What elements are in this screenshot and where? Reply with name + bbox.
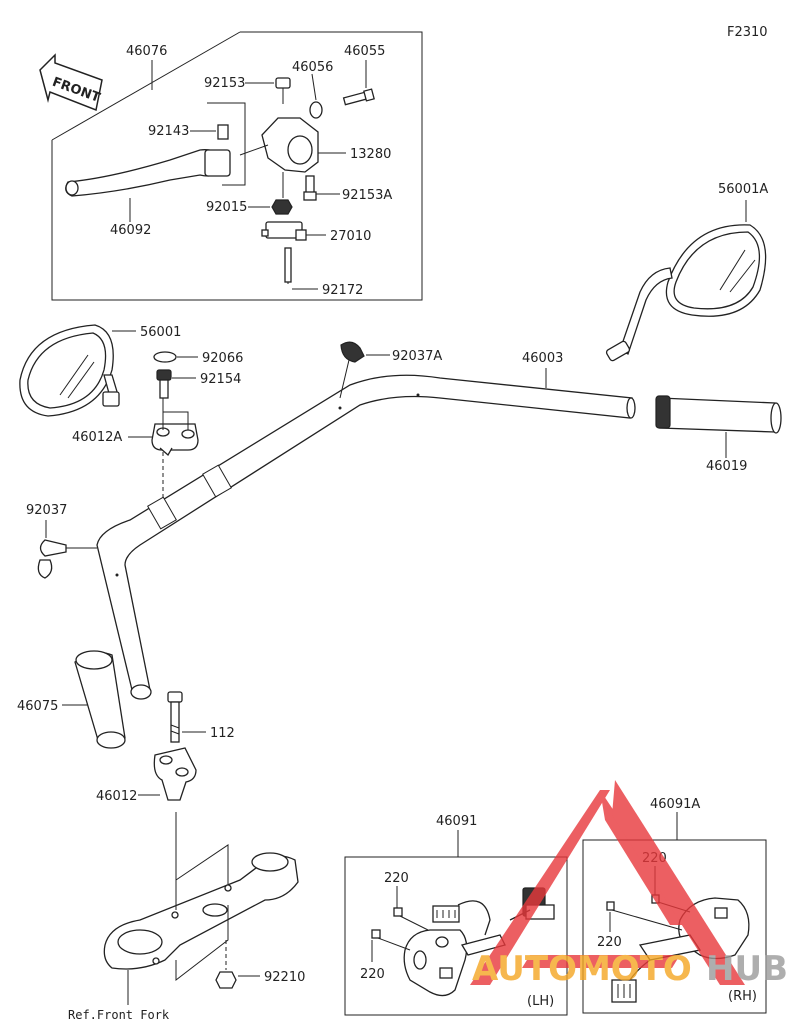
part-label-46091A: 46091A xyxy=(650,797,700,812)
ref-front-fork-note: Ref.Front Fork xyxy=(68,1008,170,1022)
part-label-112: 112 xyxy=(210,726,235,741)
right-grip-46019 xyxy=(655,395,782,434)
part-label-46003: 46003 xyxy=(522,351,563,366)
lh-label: (LH) xyxy=(527,994,554,1009)
part-label-46019: 46019 xyxy=(706,459,747,474)
clip-92037A xyxy=(339,341,365,399)
part-label-46012A: 46012A xyxy=(72,430,122,445)
part-label-92066: 92066 xyxy=(202,351,243,366)
lever-bracket-13280 xyxy=(239,117,319,173)
cap-92066 xyxy=(153,351,177,363)
watermark-text-automoto: AUTOMOTO xyxy=(472,949,692,989)
part-label-92015: 92015 xyxy=(206,200,247,215)
front-arrow-icon: FRONT xyxy=(39,53,103,112)
part-label-46091: 46091 xyxy=(436,814,477,829)
clutch-lever xyxy=(65,149,231,197)
part-label-46012: 46012 xyxy=(96,789,137,804)
part-label-92172: 92172 xyxy=(322,283,363,298)
top-bridge xyxy=(103,852,299,970)
part-label-220-lh-bottom: 220 xyxy=(360,967,385,982)
part-label-92210: 92210 xyxy=(264,970,305,985)
part-label-92154: 92154 xyxy=(200,372,241,387)
screw-92172 xyxy=(284,247,292,284)
screw-220-rh-bottom xyxy=(606,901,615,911)
bolt-92153A xyxy=(303,175,317,201)
screw-46055 xyxy=(342,88,375,106)
part-label-27010: 27010 xyxy=(330,229,371,244)
watermark-text-hub: HUB xyxy=(706,949,788,989)
part-label-56001: 56001 xyxy=(140,325,181,340)
nut-92210 xyxy=(215,940,237,989)
right-mirror-56001A xyxy=(605,224,767,362)
washer-46056 xyxy=(309,101,323,119)
lower-clamp-46012 xyxy=(153,747,197,801)
part-label-92037A: 92037A xyxy=(392,349,442,364)
part-label-46075: 46075 xyxy=(17,699,58,714)
part-label-46056: 46056 xyxy=(292,60,333,75)
part-label-46092: 46092 xyxy=(110,223,151,238)
rh-switch-box xyxy=(582,839,767,1014)
automotohub-watermark-logo: AUTOMOTO HUB xyxy=(470,780,788,989)
part-label-220-rh-bottom: 220 xyxy=(597,935,622,950)
left-mirror-56001 xyxy=(19,324,120,417)
part-label-56001A: 56001A xyxy=(718,182,768,197)
part-label-92037: 92037 xyxy=(26,503,67,518)
bolt-92153 xyxy=(275,77,291,104)
bolt-112 xyxy=(167,691,183,743)
part-label-46055: 46055 xyxy=(344,44,385,59)
figure-code: F2310 xyxy=(727,25,768,40)
part-label-92143: 92143 xyxy=(148,124,189,139)
collar-92143 xyxy=(217,124,229,140)
part-label-92153A: 92153A xyxy=(342,188,392,203)
screw-220-lh-bottom xyxy=(371,929,381,939)
switch-27010 xyxy=(261,221,307,241)
rh-label: (RH) xyxy=(728,989,757,1004)
left-grip-46075 xyxy=(74,650,126,749)
screw-220-lh-top xyxy=(393,907,403,917)
handlebar-46003 xyxy=(96,374,636,700)
part-label-220-lh-top: 220 xyxy=(384,871,409,886)
lh-switch-box xyxy=(344,856,568,1016)
part-label-92153: 92153 xyxy=(204,76,245,91)
bolt-92154 xyxy=(156,369,172,399)
part-label-13280: 13280 xyxy=(350,147,391,162)
nut-92015 xyxy=(271,199,293,215)
part-label-46076: 46076 xyxy=(126,44,167,59)
upper-clamp-46012A xyxy=(151,423,199,457)
clip-92037 xyxy=(37,539,97,579)
lever-assembly-box xyxy=(51,31,423,301)
